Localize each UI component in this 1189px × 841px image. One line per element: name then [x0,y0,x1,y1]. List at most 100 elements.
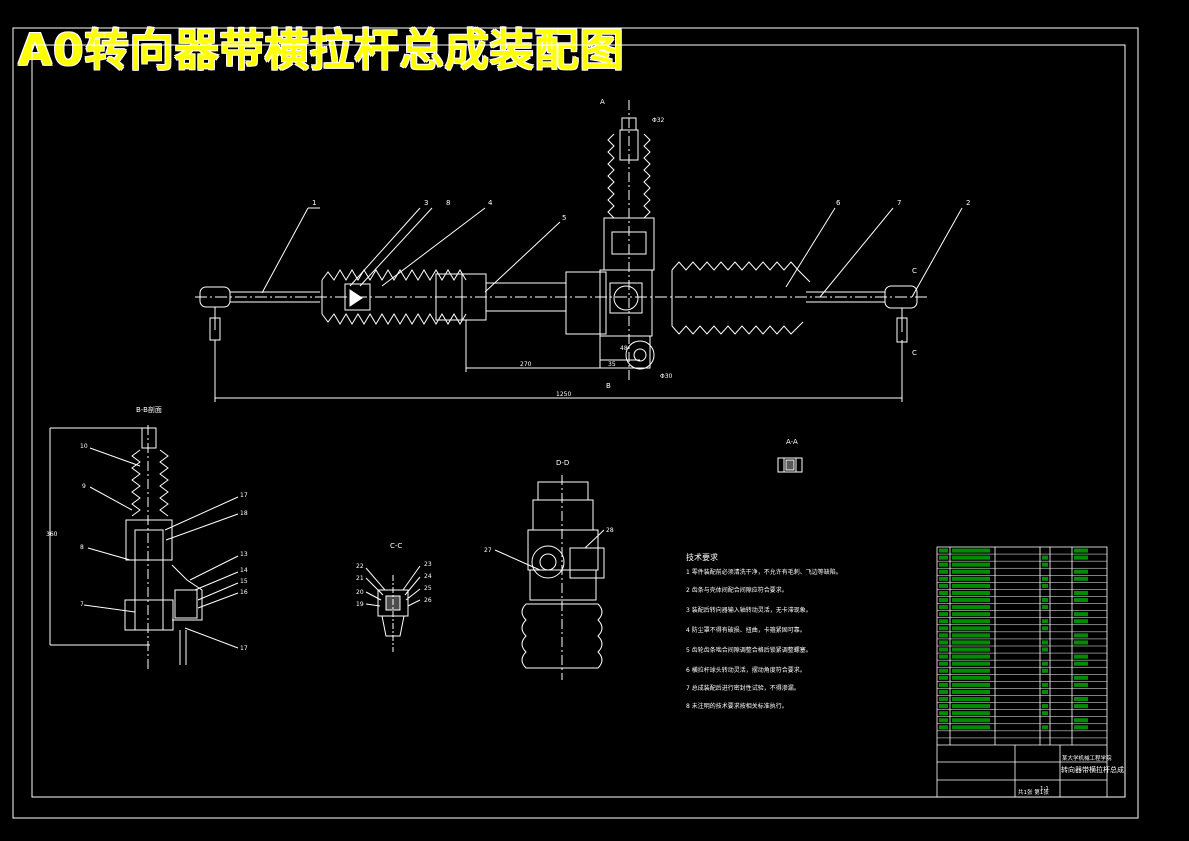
bb-part-10: 10 [80,443,88,450]
section-mark-c-bottom: C [912,349,917,357]
part-number-5: 5 [562,214,566,222]
parts-list-cell-fill [1042,605,1048,610]
parts-list-cell-fill [1074,725,1088,730]
tech-req-line-3: 3 装配后转向器输入轴转动灵活，无卡滞现象。 [686,606,812,614]
parts-list-cell-fill [939,555,948,560]
parts-list-cell-fill [939,682,948,687]
section-cc-view [365,565,421,652]
tech-req-line-6: 6 横拉杆球头转动灵活，摆动角度符合要求。 [686,666,806,674]
view-label-cc: C-C [390,542,402,550]
parts-list-cell-fill [952,640,990,645]
parts-list-cell-fill [952,661,990,666]
parts-list-cell-fill [939,640,948,645]
parts-list-cell-fill [952,555,990,560]
tech-req-line-7: 7 总成装配后进行密封性试验，不得渗漏。 [686,684,800,692]
parts-list-cell-fill [939,725,948,730]
parts-list-cell-fill [952,626,990,631]
section-bb-view [49,425,239,670]
tech-req-line-8: 8 未注明的技术要求按相关标准执行。 [686,702,788,710]
parts-list-cell-fill [952,583,990,588]
title-block-drawing-name: 转向器带横拉杆总成 [1061,765,1124,774]
parts-list-cell-fill [952,562,990,567]
parts-list-cell-fill [952,633,990,638]
parts-list-cell-fill [939,718,948,723]
parts-list-cell-fill [1074,697,1088,702]
dd-part-27: 27 [484,547,492,554]
bb-part-17: 17 [240,492,248,499]
parts-list-cell-fill [939,576,948,581]
tech-req-line-4: 4 防尘罩不得有破损、扭曲，卡箍紧固可靠。 [686,626,806,634]
view-label-aa: A-A [786,438,798,446]
parts-list-cell-fill [1042,555,1048,560]
dimension-35: 35 [608,361,616,368]
parts-list-cell-fill [939,619,948,624]
cc-part-22: 22 [356,563,364,570]
parts-list-cell-fill [939,612,948,617]
parts-list-cell-fill [952,576,990,581]
bb-part-9: 9 [82,483,86,490]
cc-part-25: 25 [424,585,432,592]
parts-list-cell-fill [1074,661,1088,666]
section-aa-view [777,457,803,473]
part-number-4: 4 [488,199,493,207]
parts-list-cell-fill [952,668,990,673]
parts-list-cell-fill [1074,598,1088,603]
parts-list-cell-fill [939,689,948,694]
parts-list-cell-fill [939,647,948,652]
parts-list-cell-fill [939,583,948,588]
parts-list-cell-fill [1074,704,1088,709]
parts-list-cell-fill [1042,668,1048,673]
parts-list-cell-fill [1042,562,1048,567]
part-number-8: 8 [446,199,450,207]
parts-list-cell-fill [952,654,990,659]
parts-list-cell-fill [939,633,948,638]
tech-req-line-2: 2 齿条与壳体间配合间隙应符合要求。 [686,586,788,594]
parts-list-cell-fill [1042,598,1048,603]
parts-list-cell-fill [939,548,948,553]
parts-list-cell-fill [952,711,990,716]
section-mark-c-top: C [912,267,917,275]
parts-list-cell-fill [1074,576,1088,581]
parts-list-cell-fill [952,675,990,680]
dd-part-28: 28 [606,527,614,534]
parts-list-cell-fill [1074,548,1088,553]
parts-list-cell-fill [1074,675,1088,680]
parts-list-cell-fill [1042,704,1048,709]
parts-list-cell-fill [939,654,948,659]
parts-list-cell-fill [1074,569,1088,574]
parts-list-cell-fill [1074,619,1088,624]
parts-list-cell-fill [1074,555,1088,560]
parts-list-cell-fill [939,590,948,595]
part-number-7: 7 [897,199,901,207]
view-label-dd: D-D [556,459,569,467]
parts-list-cell-fill [1042,661,1048,666]
parts-list-cell-fill [1042,647,1048,652]
title-block-scale: 1:1 [1040,786,1049,792]
parts-list-cell-fill [952,548,990,553]
parts-list-cell-fill [1042,619,1048,624]
parts-list-cell-fill [1042,640,1048,645]
cc-part-26: 26 [424,597,432,604]
parts-list-cell-fill [952,718,990,723]
parts-list-cell-fill [939,605,948,610]
parts-list-cell-fill [952,598,990,603]
parts-list-cell-fill [1042,711,1048,716]
parts-list-rows [937,553,1107,739]
bb-part-14: 14 [240,567,248,574]
parts-list-cell-fill [1042,682,1048,687]
parts-list-cell-fill [1074,590,1088,595]
bb-part-7: 7 [80,601,84,608]
dimension-48: 48 [620,345,628,352]
cc-part-23: 23 [424,561,432,568]
parts-list-cell-fill [939,598,948,603]
parts-list-cell-fill [1074,612,1088,617]
parts-list-cell-fill [939,661,948,666]
parts-list-cell-fill [939,668,948,673]
parts-list-cell-fill [952,605,990,610]
parts-list-cell-fill [1042,626,1048,631]
title-block-sheet: 共1张 第1张 [1018,788,1049,796]
parts-list-cell-fill [1074,718,1088,723]
dimension-270: 270 [520,361,532,368]
parts-list-cell-fill [1042,689,1048,694]
